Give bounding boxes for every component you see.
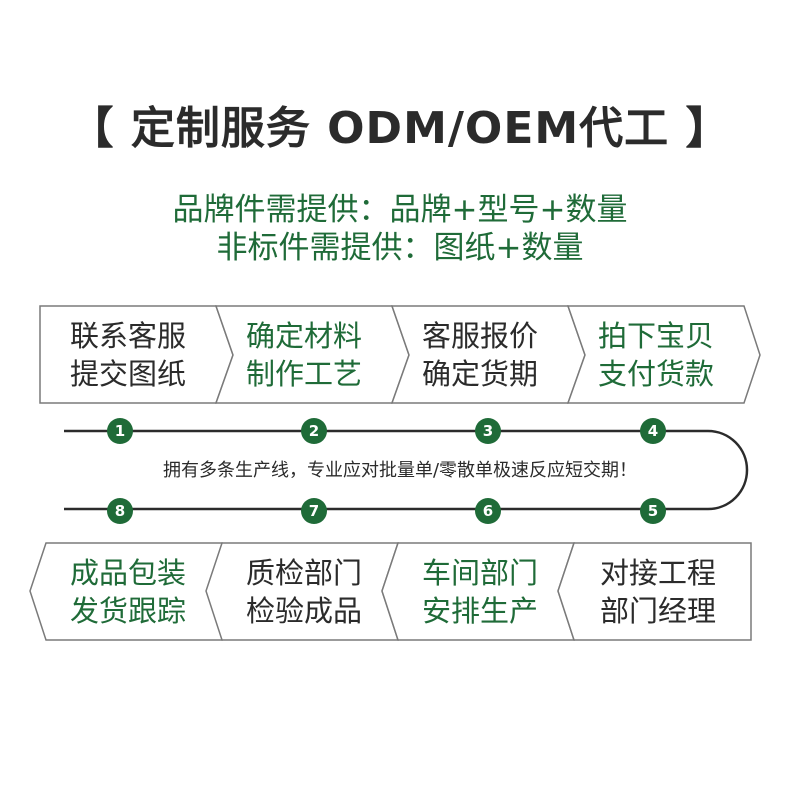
step-label-8: 成品包装发货跟踪 [69, 556, 186, 628]
step-number-4: 4 [647, 422, 659, 440]
step-marker-4 [640, 418, 666, 444]
step-label-1: 联系客服提交图纸 [69, 319, 186, 391]
step-label-5: 对接工程部门经理 [599, 556, 716, 628]
step-marker-5 [640, 498, 666, 524]
flow-track [64, 429, 749, 511]
step-number-7: 7 [308, 502, 320, 520]
step-box-4 [566, 305, 761, 404]
step-label-3: 客服报价确定货期 [421, 319, 538, 391]
step-marker-7 [301, 498, 327, 524]
step-marker-3 [475, 418, 501, 444]
step-number-6: 6 [482, 502, 494, 520]
step-number-1: 1 [114, 422, 126, 440]
custom-parts-requirement: 非标件需提供：图纸+数量 [216, 230, 584, 266]
step-number-3: 3 [482, 422, 494, 440]
step-number-2: 2 [308, 422, 320, 440]
step-marker-6 [475, 498, 501, 524]
step-number-5: 5 [647, 502, 659, 520]
step-box-8 [29, 542, 223, 641]
step-marker-2 [301, 418, 327, 444]
step-marker-8 [107, 498, 133, 524]
step-marker-1 [107, 418, 133, 444]
brand-parts-requirement: 品牌件需提供：品牌+型号+数量 [172, 192, 628, 228]
step-label-4: 拍下宝贝支付货款 [597, 319, 714, 391]
step-box-5 [557, 542, 752, 641]
step-number-8: 8 [114, 502, 126, 520]
page-title: 【 定制服务 ODM/OEM代工 】 [69, 103, 731, 154]
step-label-7: 质检部门检验成品 [245, 556, 362, 628]
step-label-2: 确定材料制作工艺 [245, 319, 362, 391]
production-note: 拥有多条生产线，专业应对批量单/零散单极速反应短交期！ [162, 460, 638, 481]
step-label-6: 车间部门安排生产 [421, 556, 538, 628]
